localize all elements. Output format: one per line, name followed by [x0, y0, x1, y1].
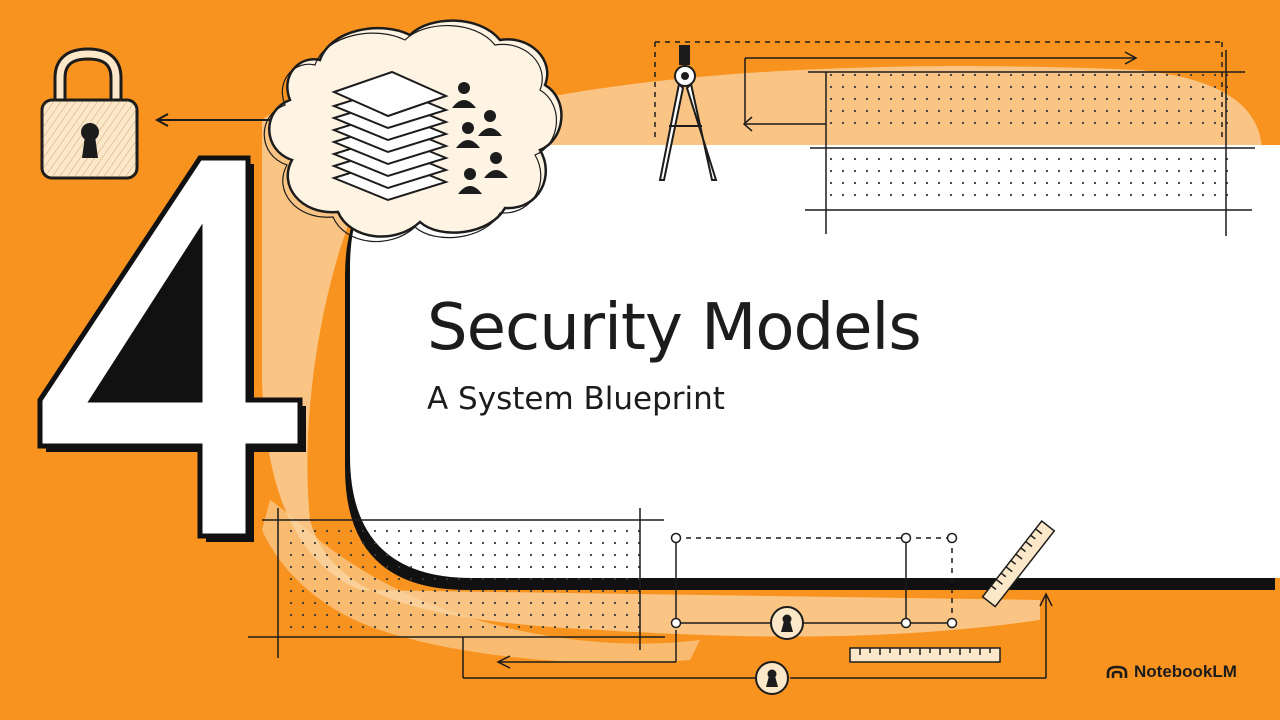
- slide-number-graphic: [37, 155, 306, 542]
- content-panel: [350, 145, 1280, 578]
- brand-name: NotebookLM: [1134, 662, 1237, 681]
- drafting-compass-icon: [658, 45, 718, 181]
- slide-title: Security Models: [427, 291, 922, 365]
- title-block: Security Models A System Blueprint: [427, 296, 1187, 415]
- ruler-icon: [849, 647, 1001, 663]
- slide-subtitle: A System Blueprint: [427, 381, 725, 417]
- keyhole-icon: [755, 661, 789, 695]
- top-blueprint-grid: [654, 41, 1255, 236]
- brand-watermark: NotebookLM: [1106, 660, 1237, 684]
- stacked-layers-icon: [331, 70, 449, 202]
- padlock-icon: [40, 47, 139, 180]
- ruler-icon: [981, 520, 1056, 608]
- keyhole-icon: [770, 606, 804, 640]
- users-icon: [452, 82, 508, 194]
- notebooklm-logo-icon: [1106, 665, 1128, 678]
- bottom-blueprint-grid: [248, 508, 1053, 679]
